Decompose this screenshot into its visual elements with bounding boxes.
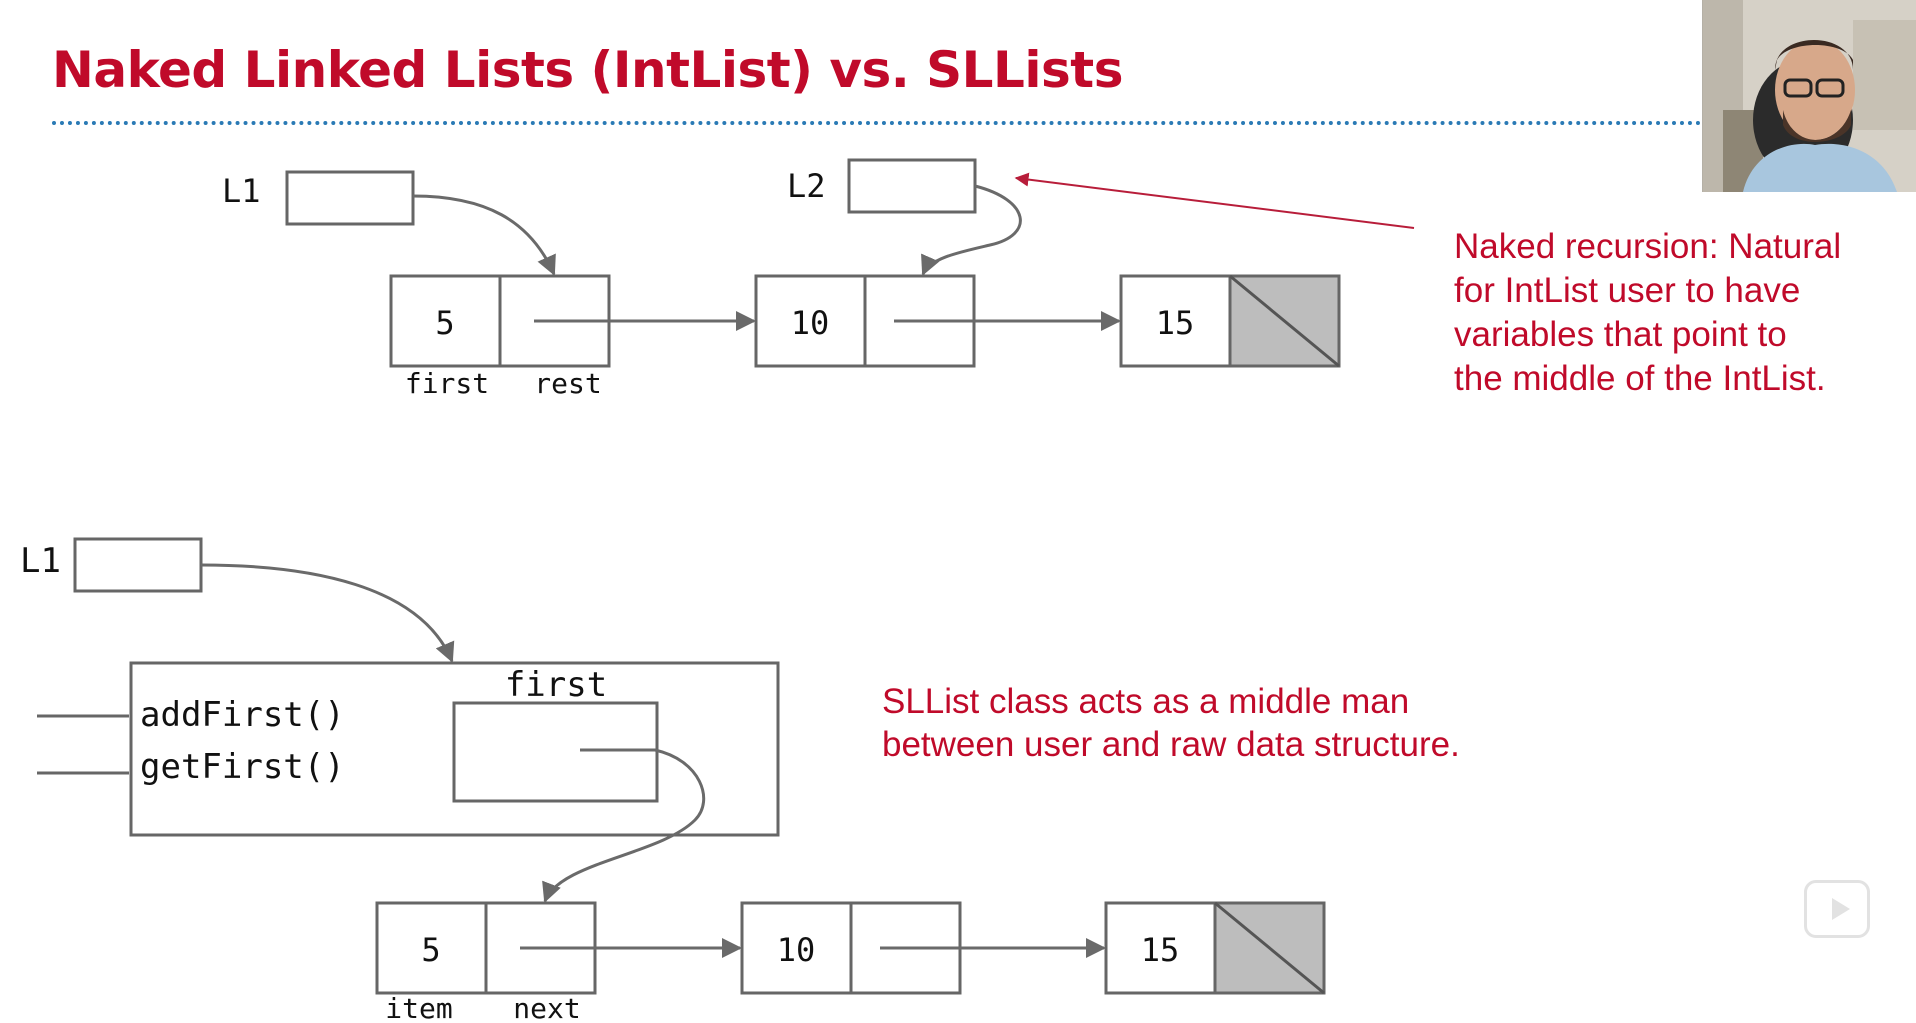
top-intlist-diagram: L1 L2 5 10 15 [222,158,1415,400]
top-field-first: first [405,367,489,400]
play-icon[interactable] [1804,880,1870,938]
top-l1-box [285,170,415,226]
top-node-2: 10 [754,274,976,368]
bottom-l1-label: L1 [20,541,61,581]
sllist-middle-man-note: SLList class acts as a middle man betwee… [882,682,1460,764]
top-l2-arrow [921,184,1022,276]
top-l2-box [847,158,977,214]
bottom-node-3: 15 [1104,901,1326,995]
top-node-1-value: 5 [435,304,454,342]
sllist-first-label: first [505,665,607,705]
bottom-l1-box [73,537,203,593]
top-node-3-value: 15 [1156,304,1195,342]
presenter-webcam [1702,0,1916,192]
bottom-node-1: 5 [375,901,597,995]
bottom-field-item: item [385,992,452,1023]
sllist-first-arrow [542,748,706,903]
sllist-first-box [452,701,659,803]
bottom-node-2-value: 10 [777,931,816,969]
top-node-3: 15 [1119,274,1341,368]
bottom-field-next: next [513,992,580,1023]
top-l1-label: L1 [222,172,261,210]
get-first-method: getFirst() [140,747,345,787]
bottom-node-1-value: 5 [421,931,440,969]
note-pointer-arrow [1014,172,1415,229]
bottom-l1-arrow [200,563,455,663]
title-divider [52,121,1702,125]
top-l1-arrow [412,194,556,276]
bottom-sllist-diagram: L1 addFirst() getFirst() first 5 10 [20,537,1326,1023]
bottom-node-3-value: 15 [1141,931,1180,969]
slide-title: Naked Linked Lists (IntList) vs. SLLists [52,41,1123,99]
add-first-method: addFirst() [140,695,345,735]
top-node-2-value: 10 [791,304,830,342]
top-field-rest: rest [534,367,601,400]
top-l2-label: L2 [787,167,826,205]
naked-recursion-note: Naked recursion: Natural for IntList use… [1454,227,1842,398]
